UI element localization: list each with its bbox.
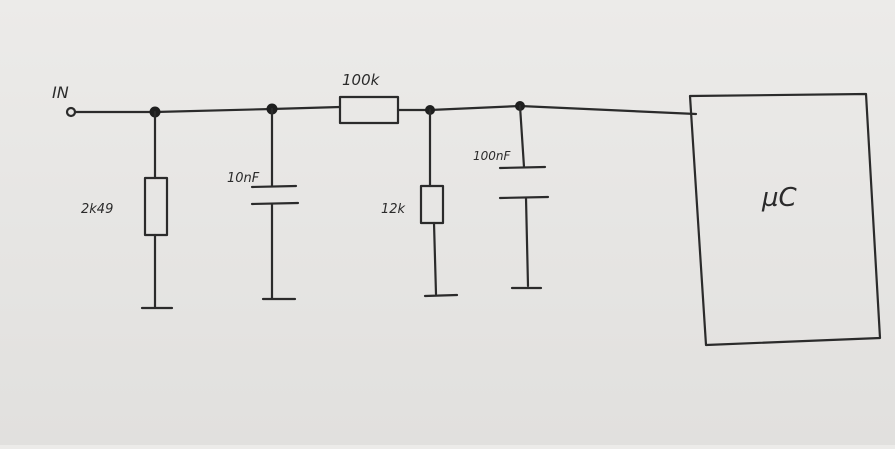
resistor-r2 xyxy=(419,184,445,225)
resistor-r1-value: 2k49 xyxy=(81,202,113,217)
input-wire xyxy=(73,105,342,114)
series-resistor-value: 100k xyxy=(342,71,381,89)
resistor-r2-value: 12k xyxy=(381,202,406,217)
input-label: IN xyxy=(52,83,69,102)
microcontroller-label: µC xyxy=(761,183,798,213)
capacitor-c2-plate-bottom xyxy=(498,195,550,200)
capacitor-c2-value: 100nF xyxy=(473,149,512,163)
series-resistor xyxy=(338,95,400,125)
input-terminal xyxy=(65,106,77,118)
c2-lead-bottom xyxy=(524,196,530,288)
ground-r2 xyxy=(423,293,459,298)
output-wire xyxy=(396,104,698,116)
capacitor-c1-value: 10nF xyxy=(227,171,260,186)
r2-lead-bottom xyxy=(432,221,438,296)
capacitor-c2-plate-top xyxy=(498,165,547,170)
resistor-r1 xyxy=(143,176,169,237)
c2-lead-top xyxy=(518,104,526,169)
microcontroller-box xyxy=(688,92,882,347)
capacitor-c1-plate-top xyxy=(250,184,298,189)
capacitor-c1-plate-bottom xyxy=(250,201,300,206)
